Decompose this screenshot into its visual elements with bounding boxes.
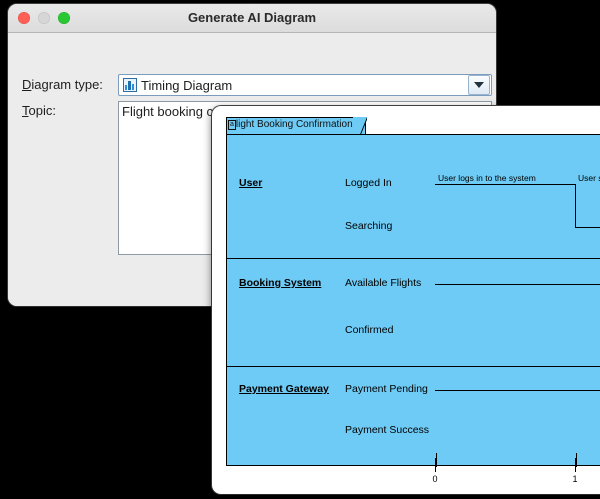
state-label-available-flights: Available Flights [345,277,422,289]
state-label-confirmed: Confirmed [345,324,394,336]
state-label-logged-in: Logged In [345,177,392,189]
maximize-button-icon[interactable] [58,12,70,24]
missing-glyph-icon: a [228,120,236,130]
diagram-type-selected-text: Timing Diagram [141,77,233,93]
wave-segment-user-low [575,227,600,228]
message-label-user-search: User sea [578,173,600,183]
wave-segment-user-high [435,184,575,185]
timing-diagram-plot: User Logged In Searching User logs in to… [226,134,600,467]
state-label-payment-success: Payment Success [345,424,430,436]
topic-label: Topic: [22,103,56,118]
close-button-icon[interactable] [18,12,30,24]
diagram-type-dropdown-button[interactable] [468,75,490,95]
axis-tick-label-1: 1 [572,474,578,484]
wave-segment-booking-high [435,284,600,285]
lane-divider-1 [227,258,600,259]
axis-tick-label-0: 0 [432,474,438,484]
diagram-tab-label-text: light Booking Confirmation [235,119,353,130]
state-label-searching: Searching [345,220,393,232]
lane-divider-2 [227,366,600,367]
window-controls [18,12,70,24]
timing-diagram-axis: 0 1 [226,458,600,494]
dialog-titlebar[interactable]: Generate AI Diagram [8,4,496,33]
lane-title-payment-gateway: Payment Gateway [239,383,329,395]
chevron-down-icon [474,82,484,88]
topic-label-rest: opic: [28,103,56,118]
timing-diagram-icon [123,78,137,92]
diagram-type-label-mnemonic: D [22,77,32,92]
dialog-title: Generate AI Diagram [187,10,317,25]
topic-label-mnemonic: T [22,103,29,118]
wave-segment-payment-high [435,390,600,391]
axis-tick-1 [575,458,576,472]
diagram-type-combobox[interactable]: Timing Diagram [118,74,492,96]
axis-tick-stem-1 [576,453,577,467]
lane-title-user: User [239,177,263,189]
axis-tick-stem-0 [436,453,437,467]
minimize-button-icon[interactable] [38,12,50,24]
state-label-payment-pending: Payment Pending [345,383,428,395]
wave-transition-user [575,184,576,227]
diagram-type-label: Diagram type: [22,77,103,92]
message-label-user-login: User logs in to the system [438,173,536,183]
diagram-type-combobox-value[interactable]: Timing Diagram [119,75,468,95]
lane-title-booking-system: Booking System [239,277,322,289]
axis-tick-0 [435,458,436,472]
diagram-type-label-rest: iagram type: [31,77,103,92]
